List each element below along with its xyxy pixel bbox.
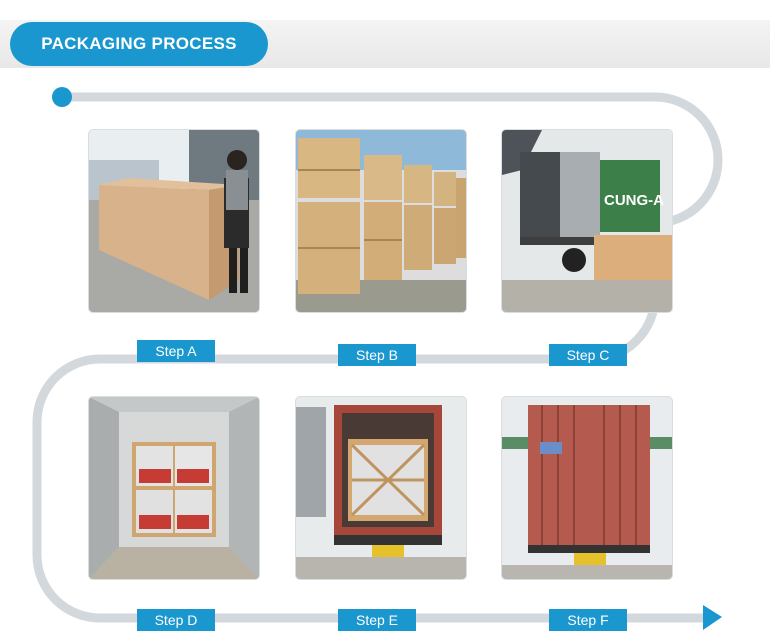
flow-start-dot bbox=[52, 87, 72, 107]
step-d-label: Step D bbox=[137, 609, 215, 631]
step-c-label: Step C bbox=[549, 344, 627, 366]
photo-step-f bbox=[502, 397, 672, 579]
photo-step-e bbox=[296, 397, 466, 579]
page-title: PACKAGING PROCESS bbox=[10, 22, 268, 66]
photo-step-b bbox=[296, 130, 466, 312]
step-e-label: Step E bbox=[338, 609, 416, 631]
photo-step-d bbox=[89, 397, 259, 579]
svg-text:CUNG-A: CUNG-A bbox=[604, 192, 664, 209]
step-b-label: Step B bbox=[338, 344, 416, 366]
step-a-label: Step A bbox=[137, 340, 215, 362]
flow-end-arrow bbox=[703, 605, 722, 630]
step-f-label: Step F bbox=[549, 609, 627, 631]
photo-step-a bbox=[89, 130, 259, 312]
photo-step-c: CUNG-A bbox=[502, 130, 672, 312]
